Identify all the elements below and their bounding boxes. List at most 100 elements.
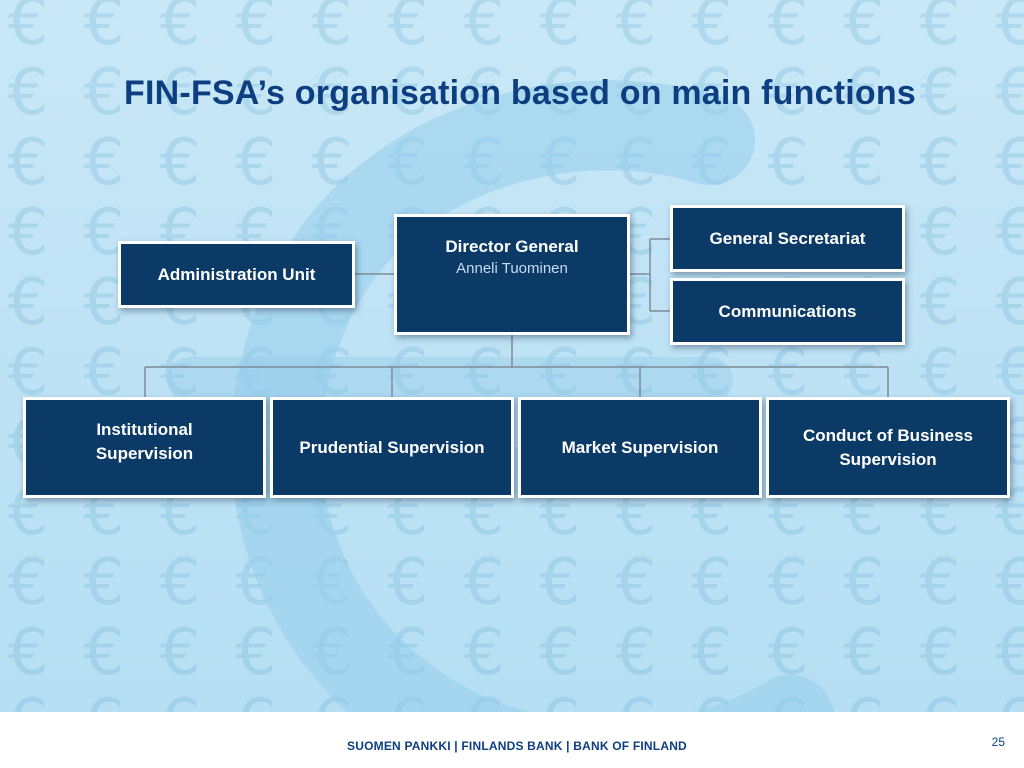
euro-watermark-glyph: € — [83, 126, 125, 200]
euro-watermark-glyph: € — [387, 546, 429, 620]
euro-watermark-glyph: € — [674, 338, 750, 408]
euro-watermark-glyph: € — [767, 56, 809, 130]
administration-unit-label: Administration Unit — [157, 264, 316, 284]
euro-watermark-glyph: € — [83, 546, 125, 620]
euro-watermark-glyph: € — [539, 546, 581, 620]
euro-watermark-glyph: € — [539, 0, 581, 60]
euro-watermark-glyph: € — [83, 616, 125, 690]
institutional-supervision-box: Institutional Supervision — [23, 397, 266, 498]
euro-watermark-glyph: € — [919, 196, 961, 270]
euro-watermark-glyph: € — [995, 0, 1024, 60]
euro-watermark-glyph: € — [7, 616, 49, 690]
euro-watermark-glyph: € — [691, 0, 733, 60]
euro-watermark-glyph: € — [159, 56, 201, 130]
euro-watermark-glyph: € — [843, 546, 885, 620]
euro-watermark-glyph: € — [995, 546, 1024, 620]
euro-watermark-glyph: € — [691, 616, 733, 690]
euro-watermark-glyph: € — [7, 196, 49, 270]
conduct-of-business-supervision-box: Conduct of Business Supervision — [766, 397, 1010, 498]
euro-watermark-glyph: € — [826, 688, 902, 712]
euro-watermark-glyph: € — [463, 616, 505, 690]
administration-unit-box: Administration Unit — [118, 241, 355, 308]
director-general-name: Anneli Tuominen — [456, 260, 568, 277]
euro-watermark-glyph: € — [843, 616, 885, 690]
euro-watermark-glyph: € — [7, 56, 49, 130]
euro-watermark-glyph: € — [159, 546, 201, 620]
euro-watermark-glyph: € — [83, 196, 125, 270]
footer-bar — [0, 712, 1024, 768]
euro-watermark-glyph: € — [159, 0, 201, 60]
euro-watermark-glyph: € — [66, 688, 142, 712]
euro-watermark-glyph: € — [7, 336, 49, 410]
euro-watermark-glyph: € — [919, 336, 961, 410]
euro-watermark-glyph: € — [615, 546, 657, 620]
euro-watermark-glyph: € — [522, 338, 598, 408]
communications-label: Communications — [718, 301, 857, 321]
euro-watermark-glyph: € — [83, 56, 125, 130]
department-label: Prudential Supervision — [299, 437, 485, 457]
euro-watermark-glyph: € — [995, 336, 1024, 410]
euro-watermark-glyph: € — [142, 338, 218, 408]
euro-watermark-glyph: € — [235, 126, 277, 200]
euro-watermark-glyph: € — [995, 266, 1024, 340]
euro-watermark-glyph: € — [235, 56, 277, 130]
euro-watermark-glyph: € — [843, 0, 885, 60]
euro-watermark-glyph: € — [83, 266, 125, 340]
euro-watermark-glyph: € — [539, 616, 581, 690]
slide-background: €€€€€€€€€€€€€€€€€€€€€€€€€€€€€€€€€€€€€€€€… — [0, 0, 1024, 712]
euro-watermark-glyph: € — [902, 688, 978, 712]
euro-watermark-glyph: € — [995, 196, 1024, 270]
euro-watermark-glyph: € — [691, 546, 733, 620]
euro-watermark-glyph: € — [598, 338, 674, 408]
euro-watermark-glyph: € — [843, 56, 885, 130]
euro-watermark-glyph: € — [919, 126, 961, 200]
euro-watermark-glyph: € — [7, 266, 49, 340]
euro-watermark-glyph: € — [978, 688, 1024, 712]
euro-watermark-glyph: € — [235, 616, 277, 690]
euro-watermark-glyph: € — [598, 688, 674, 712]
euro-watermark-glyph: € — [919, 546, 961, 620]
euro-watermark-glyph: € — [446, 338, 522, 408]
euro-watermark-glyph: € — [83, 336, 125, 410]
euro-watermark-glyph: € — [218, 688, 294, 712]
euro-watermark-glyph: € — [463, 546, 505, 620]
communications-box: Communications — [670, 278, 905, 345]
euro-watermark-glyph: € — [387, 56, 429, 130]
slide-title: FIN-FSA’s organisation based on main fun… — [124, 74, 916, 112]
prudential-supervision-box: Prudential Supervision — [270, 397, 514, 498]
director-general-box: Director General Anneli Tuominen — [394, 214, 630, 335]
euro-watermark-glyph: € — [615, 616, 657, 690]
euro-watermark-glyph: € — [767, 0, 809, 60]
euro-watermark-glyph: € — [522, 688, 598, 712]
euro-watermark-glyph: € — [995, 616, 1024, 690]
euro-watermark-glyph: € — [463, 0, 505, 60]
euro-watermark-glyph: € — [919, 0, 961, 60]
euro-watermark-glyph: € — [83, 0, 125, 60]
euro-watermark-glyph: € — [387, 0, 429, 60]
department-label: Conduct of Business Supervision — [802, 425, 973, 469]
euro-watermark-glyph: € — [142, 688, 218, 712]
org-chart-connectors — [144, 238, 889, 399]
euro-watermark-glyph: € — [843, 126, 885, 200]
euro-watermark-glyph: € — [159, 126, 201, 200]
euro-watermark-glyph: € — [159, 616, 201, 690]
director-general-label: Director General — [445, 237, 579, 256]
euro-watermark-glyph: € — [919, 56, 961, 130]
euro-watermark-glyph: € — [615, 0, 657, 60]
euro-watermark-glyph: € — [235, 0, 277, 60]
euro-watermark-glyph: € — [767, 546, 809, 620]
euro-watermark-glyph: € — [843, 336, 885, 410]
euro-watermark-glyph: € — [370, 338, 446, 408]
footer-text: SUOMEN PANKKI | FINLANDS BANK | BANK OF … — [347, 739, 687, 753]
department-label: Market Supervision — [561, 437, 719, 457]
euro-watermark-glyph: € — [767, 126, 809, 200]
euro-watermark-glyph: € — [995, 126, 1024, 200]
market-supervision-box: Market Supervision — [518, 397, 762, 498]
euro-watermark-glyph: € — [995, 56, 1024, 130]
department-label: Institutional Supervision — [95, 420, 194, 463]
euro-watermark-glyph: € — [767, 336, 809, 410]
euro-watermark-glyph: € — [7, 126, 49, 200]
page-number: 25 — [991, 735, 1005, 749]
euro-watermark-glyph: € — [311, 56, 353, 130]
euro-watermark-glyph: € — [0, 688, 66, 712]
